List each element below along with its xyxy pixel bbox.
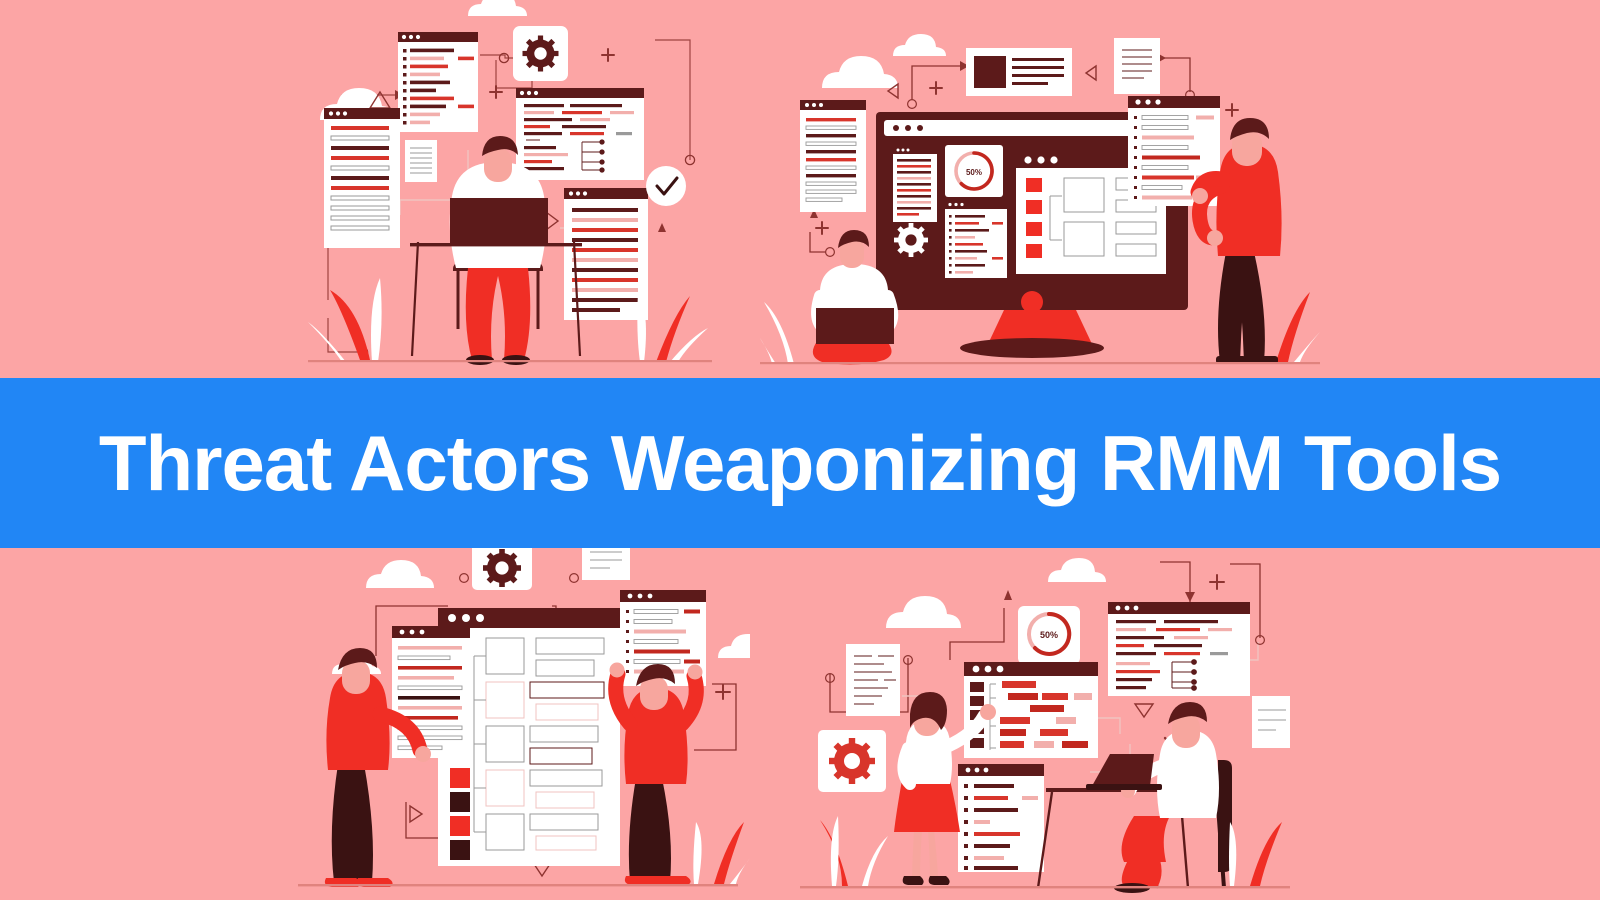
browser-window-rows-left xyxy=(324,108,400,248)
cloud-icon xyxy=(886,558,1106,628)
illustration-bottom-left xyxy=(280,548,750,900)
gear-card xyxy=(818,730,886,792)
document-lines xyxy=(1114,38,1160,94)
gear-icon xyxy=(829,738,875,784)
plant-leaves xyxy=(693,822,750,884)
desktop-monitor: 50% xyxy=(876,112,1188,358)
person-pointing-left xyxy=(324,648,431,887)
person-with-laptop-at-desk xyxy=(308,136,712,365)
plant-leaves-right xyxy=(1229,822,1282,886)
browser-window-list xyxy=(392,626,470,758)
document-lines xyxy=(582,548,630,580)
document-lines xyxy=(1252,696,1290,748)
illustration-top-right: 50% xyxy=(760,0,1320,378)
browser-window-rows-right xyxy=(564,188,648,320)
browser-window-checklist xyxy=(958,764,1044,872)
donut-chart-card: 50% xyxy=(945,145,1003,197)
browser-window-list xyxy=(398,32,478,132)
color-swatch-stack xyxy=(450,768,470,860)
person-sitting-with-laptop xyxy=(811,230,899,365)
browser-window-list-left xyxy=(800,100,866,212)
plant-leaves xyxy=(760,302,794,364)
media-card xyxy=(966,48,1072,96)
person-standing-holding-panel xyxy=(1190,118,1282,364)
plant-leaves-left xyxy=(308,278,382,362)
gear-icon xyxy=(522,35,559,72)
banner: Threat Actors Weaponizing RMM Tools xyxy=(0,378,1600,548)
gear-card xyxy=(472,548,532,590)
donut-chart-card: 50% xyxy=(1018,606,1080,664)
donut-label: 50% xyxy=(966,168,982,177)
gear-icon xyxy=(483,549,521,587)
browser-window-code xyxy=(1108,602,1250,696)
page-title: Threat Actors Weaponizing RMM Tools xyxy=(98,419,1502,507)
illustration-top-left xyxy=(300,0,720,378)
browser-window-floating-panel xyxy=(1128,96,1220,206)
plant-leaves-left xyxy=(820,816,888,886)
woman-pointing-at-board xyxy=(894,692,996,885)
browser-window-code xyxy=(516,88,644,180)
gear-card xyxy=(513,26,568,81)
document-lines xyxy=(405,140,437,182)
illustration-bottom-right: 50% xyxy=(790,548,1290,900)
gear-icon xyxy=(894,223,928,257)
check-circle-icon xyxy=(646,166,686,206)
man-at-desk-with-laptop xyxy=(1036,702,1232,893)
document-lines xyxy=(846,644,900,716)
cloud-icon xyxy=(822,34,946,88)
person-raising-panel xyxy=(608,662,704,885)
browser-window-checklist xyxy=(945,200,1007,278)
plant-leaves-right xyxy=(637,292,708,362)
donut-label: 50% xyxy=(1040,630,1058,640)
